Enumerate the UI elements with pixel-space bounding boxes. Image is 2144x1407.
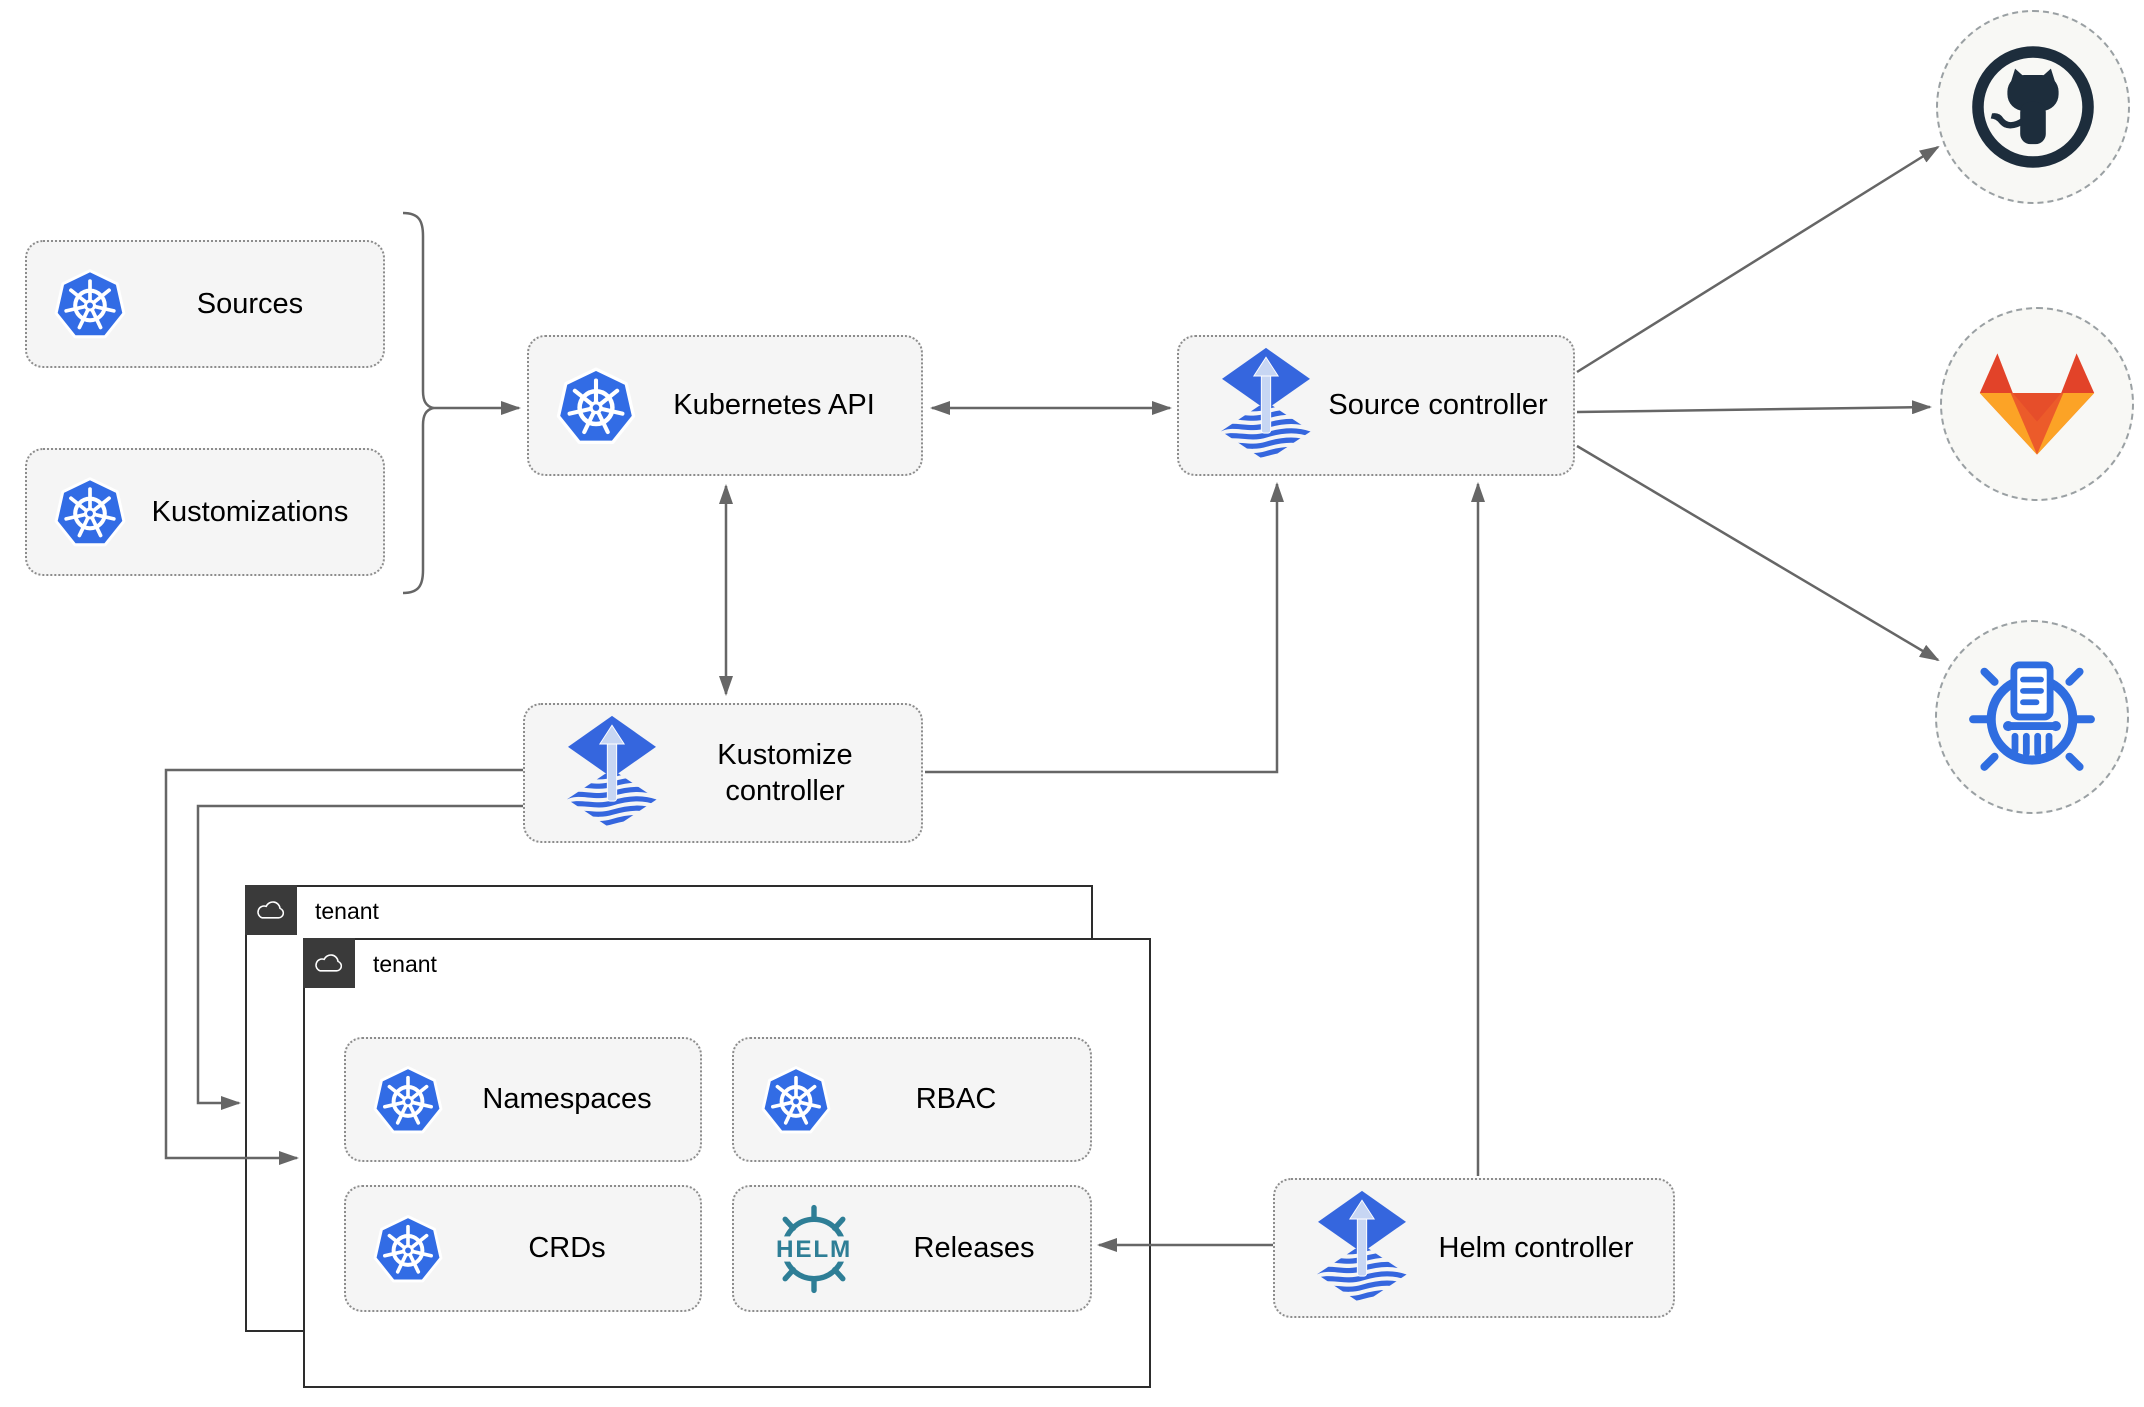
node-source-controller: Source controller — [1177, 335, 1575, 476]
tenant-label: tenant — [373, 951, 437, 977]
node-label: Helm controller — [1438, 1231, 1634, 1264]
endpoint-gitlab — [1940, 307, 2134, 501]
helm-icon — [760, 1204, 868, 1294]
cloud-icon — [253, 897, 289, 923]
node-sources: Sources — [25, 240, 385, 368]
endpoint-github — [1936, 10, 2130, 204]
connector-source-to-chartmuseum — [1576, 444, 1940, 662]
node-label: Namespaces — [482, 1083, 652, 1116]
connector-source-to-gitlab — [1576, 400, 1932, 415]
node-label: Releases — [913, 1232, 1035, 1265]
node-kubernetes-api: Kubernetes API — [527, 335, 923, 476]
flux-icon — [565, 715, 659, 832]
kubernetes-icon — [555, 365, 637, 447]
bracket-sources-group — [402, 211, 438, 595]
tenant-tab — [245, 885, 297, 935]
node-namespaces: Namespaces — [344, 1037, 702, 1162]
node-label: RBAC — [915, 1083, 997, 1116]
node-label: Kustomizations — [151, 495, 349, 528]
kubernetes-icon — [53, 475, 127, 549]
kubernetes-icon — [53, 267, 127, 341]
kubernetes-icon — [372, 1064, 444, 1136]
endpoint-chartmuseum — [1935, 620, 2129, 814]
connector-kustomize-to-source — [925, 482, 1284, 774]
flux-icon — [1315, 1190, 1409, 1307]
tenant-box-front: tenant Namespaces RBAC CRDs Releases — [303, 938, 1151, 1388]
tenant-tab — [303, 938, 355, 988]
node-releases: Releases — [732, 1185, 1092, 1312]
kubernetes-icon — [760, 1064, 832, 1136]
node-rbac: RBAC — [732, 1037, 1092, 1162]
node-label: Kubernetes API — [673, 389, 875, 422]
node-label: Source controller — [1328, 389, 1548, 422]
chartmuseum-icon — [1964, 649, 2100, 785]
node-helm-controller: Helm controller — [1273, 1178, 1675, 1318]
tenant-label: tenant — [315, 898, 379, 924]
flux-icon — [1219, 347, 1313, 464]
node-label: CRDs — [528, 1232, 606, 1265]
cloud-icon — [311, 950, 347, 976]
gitlab-icon — [1971, 349, 2103, 459]
node-kustomizations: Kustomizations — [25, 448, 385, 576]
node-kustomize-controller: Kustomize controller — [523, 703, 923, 843]
github-icon — [1969, 43, 2097, 171]
node-label: Kustomize controller — [717, 738, 853, 807]
connector-source-to-github — [1576, 145, 1940, 374]
kubernetes-icon — [372, 1213, 444, 1285]
node-crds: CRDs — [344, 1185, 702, 1312]
node-label: Sources — [196, 287, 304, 320]
